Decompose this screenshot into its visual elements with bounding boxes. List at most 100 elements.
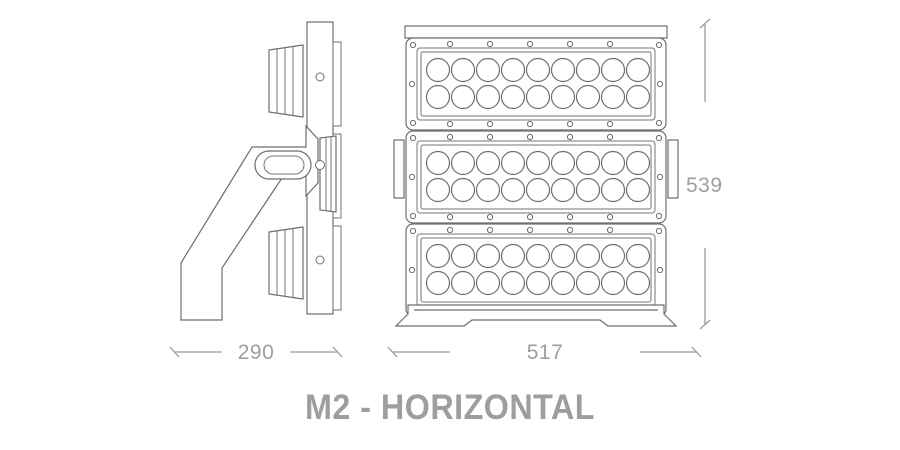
dim-539-label: 539 [686, 174, 723, 197]
module-1-screw-b1 [446, 120, 454, 128]
led-lens [625, 177, 651, 203]
led-lens [425, 84, 451, 110]
module-1-screw-l [408, 80, 416, 88]
front-view-group [393, 25, 679, 327]
module-1-screw-t5 [606, 40, 614, 48]
led-lens [425, 177, 451, 203]
module-3-screw-t1 [446, 226, 454, 234]
led-lens [600, 270, 626, 296]
led-lens [500, 150, 526, 176]
led-lens [475, 243, 501, 269]
module-2-screw-t5 [606, 133, 614, 141]
led-lens [575, 84, 601, 110]
module-1-screw-b2 [486, 120, 494, 128]
led-lens [600, 177, 626, 203]
led-lens [550, 177, 576, 203]
led-lens [475, 177, 501, 203]
module-2-led-row-2 [425, 177, 651, 203]
dim-290-label: 290 [238, 341, 275, 364]
module-2-screw-b4 [566, 213, 574, 221]
dim-539-tick-bottom [699, 319, 711, 330]
led-module-2 [405, 130, 667, 224]
fin-block-middle-body [319, 135, 337, 213]
led-lens [525, 177, 551, 203]
module-2-screw-tl [409, 134, 417, 142]
dim-290-tick-left [169, 346, 180, 358]
module-1-led-row-2 [425, 84, 651, 110]
module-2-led-row-1 [425, 150, 651, 176]
front-bracket-left [393, 139, 405, 199]
led-lens [500, 57, 526, 83]
led-lens [475, 84, 501, 110]
dim-517-tick-left [387, 346, 398, 358]
led-lens [475, 57, 501, 83]
module-1-screw-t2 [486, 40, 494, 48]
led-lens [625, 150, 651, 176]
module-2-screw-b3 [526, 213, 534, 221]
dimension-width-517: 517 [387, 341, 702, 364]
led-lens [575, 57, 601, 83]
module-1-screw-t4 [566, 40, 574, 48]
module-2-screw-b2 [486, 213, 494, 221]
led-lens [425, 243, 451, 269]
led-lens [550, 57, 576, 83]
front-top-cap [404, 25, 668, 39]
dim-517-label: 517 [527, 341, 564, 364]
module-2-screw-br [655, 212, 663, 220]
led-lens [525, 57, 551, 83]
side-fin-block-top [268, 44, 304, 118]
led-lens [500, 177, 526, 203]
led-lens [575, 150, 601, 176]
module-1-screw-br [655, 119, 663, 127]
led-module-1 [405, 37, 667, 131]
fin-block-bottom-body [268, 226, 304, 300]
led-lens [575, 270, 601, 296]
led-lens [450, 150, 476, 176]
module-1-screw-b5 [606, 120, 614, 128]
module-1-screw-t3 [526, 40, 534, 48]
led-lens [525, 84, 551, 110]
led-lens [475, 270, 501, 296]
led-lens [450, 270, 476, 296]
led-lens [425, 57, 451, 83]
side-flange-top [332, 41, 342, 127]
led-module-3 [405, 223, 667, 317]
module-3-screw-t3 [526, 226, 534, 234]
module-1-screw-tl [409, 41, 417, 49]
side-pivot-slot-inner [263, 155, 305, 175]
side-view-group [180, 21, 342, 321]
module-1-screw-tr [655, 41, 663, 49]
module-2-screw-t3 [526, 133, 534, 141]
module-2-screw-b5 [606, 213, 614, 221]
led-lens [500, 243, 526, 269]
drawing-title: M2 - HORIZONTAL [305, 388, 595, 427]
led-lens [500, 270, 526, 296]
front-bracket-right [667, 139, 679, 199]
module-1-screw-t1 [446, 40, 454, 48]
led-lens [625, 243, 651, 269]
module-2-screw-tr [655, 134, 663, 142]
led-lens [625, 270, 651, 296]
led-lens [550, 84, 576, 110]
module-2-screw-b1 [446, 213, 454, 221]
module-1-screw-bl [409, 119, 417, 127]
side-flange-bottom [332, 225, 342, 311]
led-lens [625, 84, 651, 110]
led-lens [450, 177, 476, 203]
module-2-screw-t4 [566, 133, 574, 141]
dimension-depth-290: 290 [169, 341, 343, 364]
led-lens [450, 243, 476, 269]
side-pivot-bolt-hole [315, 160, 325, 170]
led-lens [450, 84, 476, 110]
led-lens [550, 243, 576, 269]
dim-539-tick-top [699, 18, 711, 29]
led-lens [500, 84, 526, 110]
side-bolt-hole-bottom [315, 255, 325, 265]
side-fin-block-middle [319, 135, 337, 213]
led-lens [575, 177, 601, 203]
dim-290-tick-right [332, 346, 343, 358]
module-2-screw-t2 [486, 133, 494, 141]
led-lens [450, 57, 476, 83]
